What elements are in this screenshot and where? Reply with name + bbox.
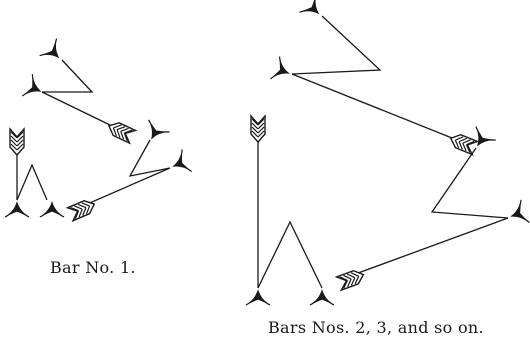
bar-2-top-zigzag (291, 15, 382, 75)
bar-2-diagonal-up (349, 217, 509, 277)
bar-2-figure (245, 0, 530, 306)
arrow-head-icon (21, 73, 46, 103)
bar-1-diagonal-up (84, 167, 171, 206)
arrow-head-icon (309, 290, 335, 306)
bar-1-caption: Bar No. 1. (50, 258, 136, 277)
bar-1-zigzag (128, 139, 171, 177)
arrow-fletching-icon (105, 118, 137, 144)
bar-2-v-stroke (257, 220, 323, 289)
bar-1-diagonal-back (41, 91, 111, 126)
bar-2-caption: Bars Nos. 2, 3, and so on. (268, 318, 484, 337)
arrow-head-icon (141, 119, 170, 145)
arrow-head-icon (168, 148, 193, 178)
arrow-head-icon (39, 38, 68, 67)
arrow-head-icon (245, 290, 271, 306)
arrow-fletching-icon (250, 115, 266, 143)
arrow-head-icon (298, 0, 327, 23)
arrow-head-icon (39, 202, 65, 218)
bar-1-v-stroke (16, 163, 48, 201)
arrow-head-icon (4, 202, 30, 218)
bar-1-top-zigzag (42, 59, 94, 93)
arrow-fletching-icon (447, 131, 479, 156)
bar-2-diagonal-back (291, 73, 453, 139)
arrow-head-icon (507, 199, 530, 228)
arrow-fletching-icon (9, 128, 25, 156)
bar-1-figure (4, 38, 193, 222)
arrow-head-icon (269, 56, 294, 85)
bar-2-zigzag (430, 147, 509, 219)
